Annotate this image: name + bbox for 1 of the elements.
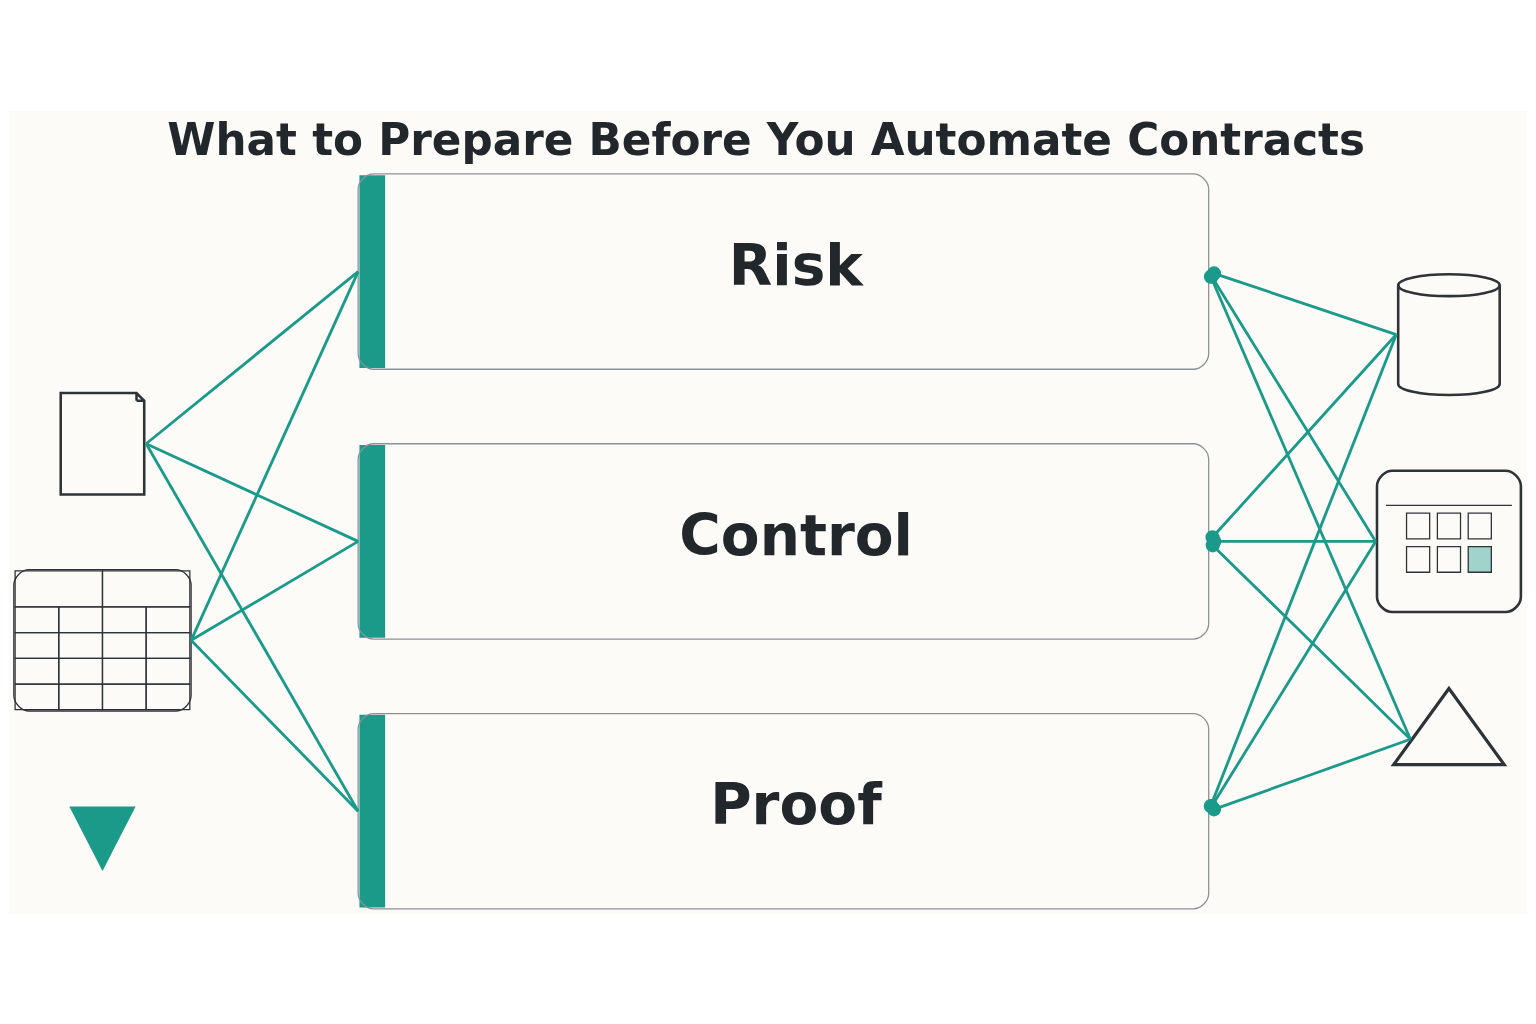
diagram-title: What to Prepare Before You Automate Contracts: [167, 113, 1365, 165]
